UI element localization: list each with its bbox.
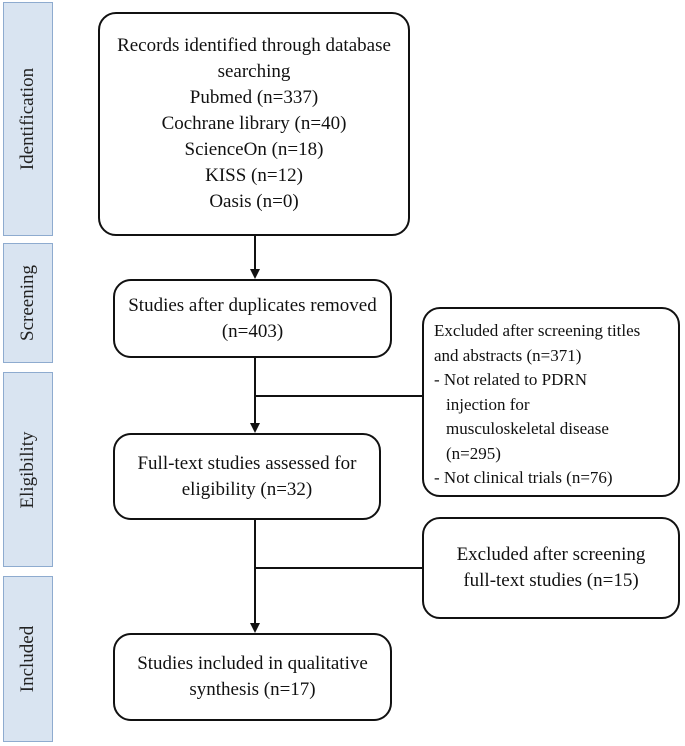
box-line: Oasis (n=0): [209, 191, 299, 212]
box-line: (n=295): [446, 443, 501, 463]
box-line: Studies after duplicates removed: [128, 294, 377, 316]
phase-eligibility: Eligibility: [3, 372, 53, 567]
excluded-screening-box: Excluded after screening titles and abst…: [422, 307, 680, 497]
box-line: Records identified through database: [117, 35, 391, 56]
box-line: Excluded after screening titles: [434, 321, 641, 340]
box-line: Studies included in qualitative: [137, 653, 368, 674]
box-line: Cochrane library (n=40): [161, 113, 347, 134]
box-line: musculoskeletal disease: [446, 419, 609, 438]
box-line: injection for: [446, 394, 530, 414]
box-line: synthesis (n=17): [189, 679, 316, 700]
excluded-fulltext-box: Excluded after screening full-text studi…: [422, 517, 680, 619]
box-line: Pubmed (n=337): [189, 87, 319, 108]
records-identified-box: Records identified through database sear…: [98, 12, 410, 236]
phase-included: Included: [3, 576, 53, 742]
box-line: eligibility (n=32): [181, 478, 313, 500]
box-line: Full-text studies assessed for: [137, 452, 357, 474]
box-line: and abstracts (n=371): [434, 345, 582, 365]
box-line: - Not clinical trials (n=76): [434, 468, 613, 487]
box-line: full-text studies (n=15): [463, 570, 639, 591]
phase-screening: Screening: [3, 243, 53, 363]
box-line: - Not related to PDRN: [434, 370, 587, 389]
fulltext-assessed-box: Full-text studies assessed for eligibili…: [113, 433, 381, 520]
box-line: searching: [217, 61, 291, 82]
duplicates-removed-box: Studies after duplicates removed (n=403): [113, 279, 392, 358]
box-line: Excluded after screening: [456, 544, 646, 565]
box-line: KISS (n=12): [205, 165, 303, 186]
phase-identification: Identification: [3, 2, 53, 236]
box-line: ScienceOn (n=18): [184, 139, 324, 160]
studies-included-box: Studies included in qualitative synthesi…: [113, 633, 392, 721]
box-line: (n=403): [221, 320, 284, 342]
